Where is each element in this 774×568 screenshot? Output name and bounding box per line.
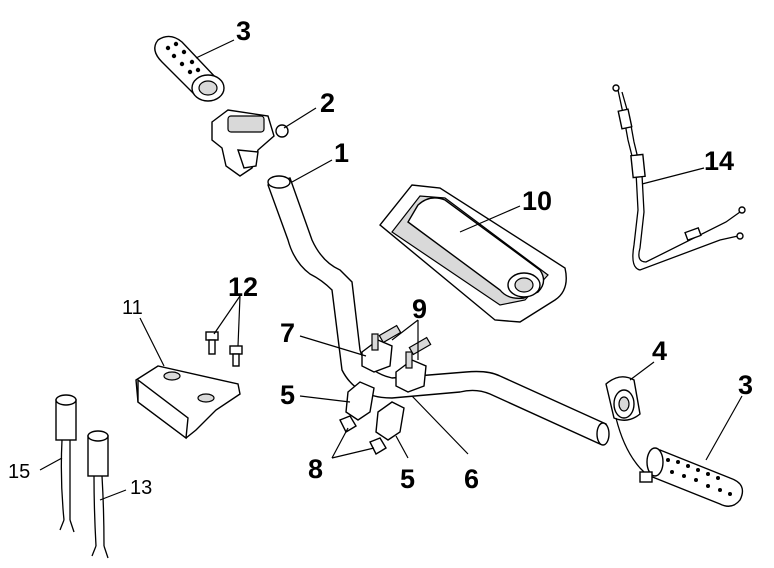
grip-left xyxy=(154,35,225,102)
connector-13 xyxy=(87,430,109,559)
callout-15: 15 xyxy=(8,461,30,483)
connector-15 xyxy=(55,394,77,533)
lower-clamp-right xyxy=(375,401,405,441)
callout-8: 8 xyxy=(308,454,323,484)
upper-clamp-right xyxy=(378,324,432,393)
callout-4: 4 xyxy=(652,336,667,366)
callout-3-right: 3 xyxy=(738,370,753,400)
callout-1: 1 xyxy=(334,138,349,168)
callout-10: 10 xyxy=(522,186,552,216)
clamp-bolts xyxy=(339,415,387,455)
throttle-cable xyxy=(612,84,746,271)
leader-lines xyxy=(39,39,743,501)
upper-clamp-left xyxy=(361,333,393,373)
callout-14: 14 xyxy=(704,146,734,176)
switch-cover xyxy=(135,365,241,440)
lower-clamp-left xyxy=(345,381,375,421)
master-cylinder xyxy=(211,109,289,177)
handlebar-pad xyxy=(379,184,567,323)
callout-5-bottom: 5 xyxy=(400,464,415,494)
cover-screws xyxy=(205,331,243,367)
callout-11: 11 xyxy=(122,297,143,319)
callout-5-left: 5 xyxy=(280,380,295,410)
callout-12: 12 xyxy=(228,272,258,302)
callout-2: 2 xyxy=(320,88,335,118)
callout-7: 7 xyxy=(280,318,295,348)
callout-13: 13 xyxy=(130,477,152,499)
grip-right xyxy=(646,447,744,507)
callout-3-top: 3 xyxy=(236,16,251,46)
callout-6: 6 xyxy=(464,464,479,494)
thumb-throttle xyxy=(605,376,653,483)
callout-9: 9 xyxy=(412,294,427,324)
handlebar xyxy=(267,175,610,446)
